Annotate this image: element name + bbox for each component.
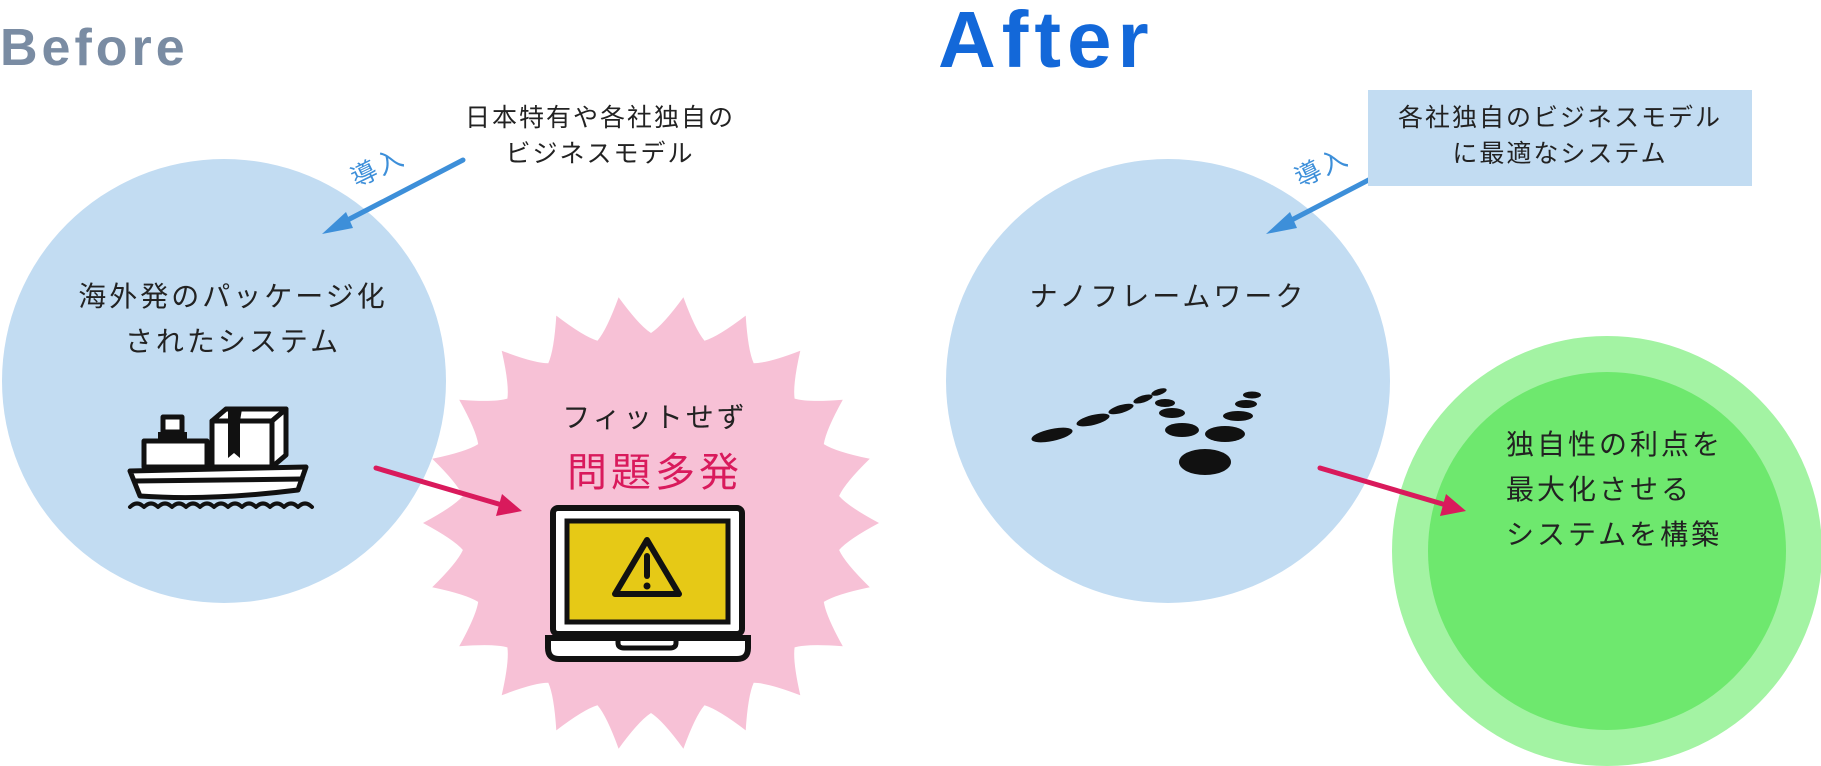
after-source-note: 各社独自のビジネスモデル に最適なシステム: [1368, 90, 1752, 186]
flow-arrow-after: [1317, 465, 1466, 516]
before-heading: Before: [0, 19, 189, 77]
no-fit-label: フィットせず: [562, 401, 748, 434]
nano-framework-label: ナノフレームワーク: [1029, 280, 1307, 313]
intro-arrow-before: [322, 157, 466, 234]
flow-arrow-before: [373, 465, 522, 516]
problems-label: 問題多発: [567, 450, 743, 496]
laptop-warning-icon: [545, 505, 751, 662]
result-label-line: 独自性の利点を: [1506, 428, 1724, 461]
nano-framework-circle: [946, 159, 1390, 603]
result-label-line: システムを構築: [1506, 518, 1723, 551]
result-label-line: 最大化させる: [1506, 473, 1693, 506]
before-source-note-line: ビジネスモデル: [505, 139, 695, 168]
after-source-note-line: に最適なシステム: [1452, 139, 1668, 168]
package-system-label-line: されたシステム: [124, 325, 342, 358]
before-source-note: 日本特有や各社独自の ビジネスモデル: [440, 100, 760, 172]
package-system-label-line: 海外発のパッケージ化: [78, 280, 388, 313]
ship-icon: [127, 406, 314, 509]
after-source-note-line: 各社独自のビジネスモデル: [1397, 103, 1722, 132]
package-system-circle: [2, 159, 446, 603]
nano-dots-logo: [1031, 388, 1261, 475]
before-source-note-line: 日本特有や各社独自の: [464, 103, 735, 132]
after-heading: After: [938, 0, 1155, 84]
result-circle-inner: [1428, 372, 1786, 730]
